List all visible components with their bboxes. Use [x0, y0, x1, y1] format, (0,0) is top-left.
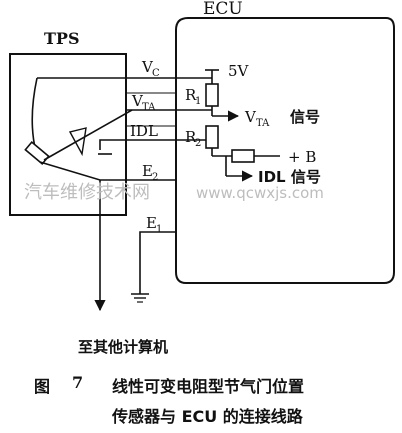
- watermark-url: www.qcwxjs.com: [196, 184, 324, 202]
- vta-label-main: V: [131, 92, 144, 110]
- tps-label: TPS: [44, 29, 80, 48]
- r2-resistor: [205, 125, 219, 149]
- e1-wire: [139, 231, 176, 283]
- watermark-cn: 汽车维修技术网: [24, 182, 150, 203]
- ecu-label: ECU: [203, 0, 243, 19]
- vta-signal-label-sub: TA: [256, 118, 270, 129]
- plus-b-label: + B: [288, 148, 316, 166]
- e2-label-sub: 2: [152, 172, 158, 183]
- r2-label-sub: 2: [195, 138, 201, 149]
- resistor-track: [31, 77, 38, 153]
- caption-line-1: 线性可变电阻型节气门位置: [112, 377, 305, 396]
- e2-label-main: E: [142, 162, 153, 180]
- vta-signal-label-main: V: [244, 108, 257, 126]
- vta-label-sub: TA: [142, 102, 156, 113]
- idl-signal-label: IDL 信号: [258, 168, 321, 186]
- caption-figure-label: 图: [34, 377, 51, 396]
- r1-label-main: R: [185, 86, 197, 104]
- supply-label: 5V: [228, 62, 250, 80]
- e1-label-main: E: [146, 214, 157, 232]
- vta-signal-label-cn: 信号: [290, 108, 320, 126]
- caption-figure-number: 7: [72, 373, 84, 392]
- idl-wire: [99, 139, 212, 150]
- vc-label-main: V: [141, 58, 154, 76]
- r1-resistor: [205, 83, 219, 107]
- ecu-box: [175, 17, 395, 284]
- wiper-icon: [24, 109, 133, 166]
- vc-label-sub: C: [152, 68, 160, 79]
- caption-line-2: 传感器与 ECU 的连接线路: [112, 407, 303, 426]
- to-other-computer-label: 至其他计算机: [78, 338, 168, 356]
- idl-label: IDL: [130, 122, 158, 140]
- plus-b-resistor: [231, 149, 255, 163]
- e1-label-sub: 1: [156, 224, 162, 235]
- r1-label-sub: 1: [195, 96, 201, 107]
- ground-icon: [131, 283, 149, 303]
- r2-label-main: R: [185, 128, 197, 146]
